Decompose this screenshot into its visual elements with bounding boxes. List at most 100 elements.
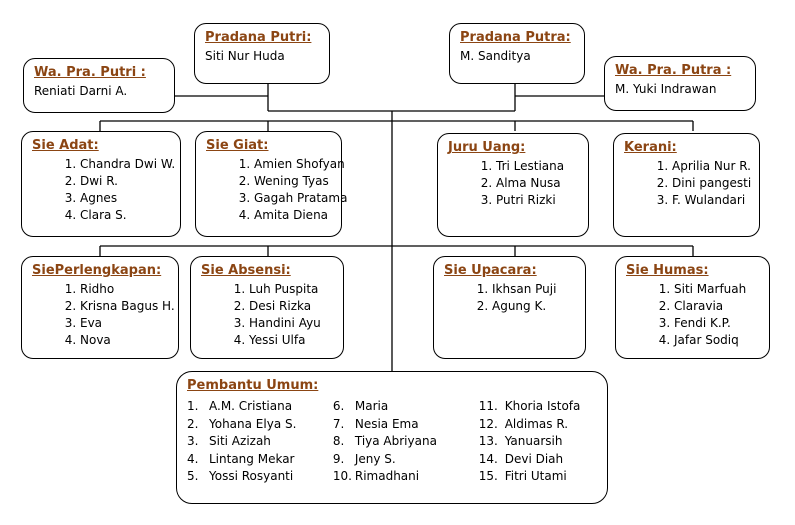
juru-uang-title: Juru Uang: (448, 140, 526, 155)
list-item: Dwi R. (80, 173, 170, 190)
pradana-putra-box: Pradana Putra: M. Sanditya (449, 23, 585, 84)
sie-adat-list: Chandra Dwi W. Dwi R. Agnes Clara S. (32, 156, 175, 224)
kerani-box: Kerani: Aprilia Nur R. Dini pangesti F. … (613, 133, 760, 237)
sie-absensi-list: Luh Puspita Desi Rizka Handini Ayu Yessi… (201, 281, 333, 349)
item-name: Siti Azizah (209, 434, 271, 448)
sie-humas-box: Sie Humas: Siti Marfuah Claravia Fendi K… (615, 256, 770, 359)
list-item: 14. Devi Diah (479, 451, 597, 469)
item-name: Jeny S. (354, 451, 396, 466)
list-item: Eva (80, 315, 168, 332)
list-item: 15. Fitri Utami (479, 468, 597, 486)
item-number: 11. (478, 399, 498, 413)
sie-giat-box: Sie Giat: Amien Shofyan Wening Tyas Gaga… (195, 131, 347, 237)
item-number: 8. (332, 434, 345, 448)
list-item: 1. A.M. Cristiana (187, 398, 333, 416)
item-number: 3. (187, 434, 199, 448)
list-item: Ikhsan Puji (492, 281, 575, 298)
pembantu-umum-title: Pembantu Umum: (187, 378, 319, 393)
list-item: 12.Aldimas R. (479, 416, 597, 434)
sie-absensi-title: Sie Absensi: (201, 263, 291, 278)
list-item: Fendi K.P. (674, 315, 759, 332)
sie-giat-list: Amien Shofyan Wening Tyas Gagah Pratama … (206, 156, 347, 224)
pembantu-column: 11. Khoria Istofa 12.Aldimas R. 13. Yanuar… (479, 398, 597, 486)
pradana-putra-title: Pradana Putra: (460, 30, 571, 45)
pembantu-umum-columns: 1. A.M. Cristiana 2. Yohana Elya S. 3. Siti… (187, 398, 597, 486)
list-item: Krisna Bagus H. (80, 298, 175, 315)
list-item: Desi Rizka (249, 298, 333, 315)
item-name: Fitri Utami (504, 469, 567, 483)
item-number: 1. (187, 399, 199, 413)
list-item: Agnes (80, 190, 170, 207)
item-number: 13. (478, 434, 498, 448)
list-item: Handini Ayu (249, 315, 333, 332)
item-number: 2. (187, 416, 199, 431)
wapra-putri-box: Wa. Pra. Putri : Reniati Darni A. (23, 58, 175, 113)
list-item: Amita Diena (254, 207, 331, 224)
pembantu-column: 6.Maria 7. Nesia Ema 8. Tiya Abriyana 9. Je… (333, 398, 479, 486)
sie-upacara-title: Sie Upacara: (444, 263, 537, 278)
item-number: 12. (478, 416, 498, 431)
item-number: 14. (478, 451, 498, 466)
item-name: Rimadhani (354, 469, 420, 483)
list-item: 4. Lintang Mekar (187, 451, 333, 469)
list-item: Agung K. (492, 298, 575, 315)
item-name: Yanuarsih (504, 434, 563, 448)
item-name: Yohana Elya S. (209, 416, 297, 431)
item-number: 15. (478, 469, 498, 483)
list-item: Siti Marfuah (674, 281, 759, 298)
juru-uang-list: Tri Lestiana Alma Nusa Putri Rizki (448, 158, 578, 209)
item-number: 4. (187, 451, 199, 466)
list-item: Putri Rizki (496, 192, 578, 209)
item-name: Nesia Ema (354, 416, 419, 431)
list-item: Aprilia Nur R. (672, 158, 751, 175)
sie-upacara-list: Ikhsan Puji Agung K. (444, 281, 575, 315)
list-item: 9. Jeny S. (333, 451, 479, 469)
list-item: Claravia (674, 298, 759, 315)
item-number: 9. (332, 451, 345, 466)
item-name: A.M. Cristiana (209, 399, 293, 413)
sie-perlengkapan-box: SiePerlengkapan: Ridho Krisna Bagus H. E… (21, 256, 179, 359)
item-number: 10. (332, 469, 352, 483)
wapra-putra-name: M. Yuki Indrawan (615, 82, 717, 96)
item-name: Lintang Mekar (209, 451, 295, 466)
pradana-putri-title: Pradana Putri: (205, 30, 312, 45)
list-item: 5. Yossi Rosyanti (187, 468, 333, 486)
list-item: 10.Rimadhani (333, 468, 479, 486)
list-item: 13. Yanuarsih (479, 433, 597, 451)
list-item: Chandra Dwi W. (80, 156, 175, 173)
pembantu-umum-box: Pembantu Umum: 1. A.M. Cristiana 2. Yohana… (176, 371, 608, 504)
list-item: Gagah Pratama (254, 190, 347, 207)
list-item: Ridho (80, 281, 168, 298)
list-item: 11. Khoria Istofa (479, 398, 597, 416)
item-name: Yossi Rosyanti (209, 469, 294, 483)
list-item: Jafar Sodiq (674, 332, 759, 349)
item-name: Devi Diah (504, 451, 564, 466)
wapra-putri-name: Reniati Darni A. (34, 84, 128, 98)
item-number: 7. (332, 416, 345, 431)
item-name: Tiya Abriyana (354, 434, 437, 448)
sie-humas-list: Siti Marfuah Claravia Fendi K.P. Jafar S… (626, 281, 759, 349)
item-name: Khoria Istofa (504, 399, 581, 413)
list-item: 2. Yohana Elya S. (187, 416, 333, 434)
sie-upacara-box: Sie Upacara: Ikhsan Puji Agung K. (433, 256, 586, 359)
list-item: Dini pangesti (672, 175, 751, 192)
pradana-putri-name: Siti Nur Huda (205, 49, 285, 63)
sie-perlengkapan-title: SiePerlengkapan: (32, 263, 162, 278)
item-name: Maria (354, 399, 389, 413)
sie-adat-box: Sie Adat: Chandra Dwi W. Dwi R. Agnes Cl… (21, 131, 181, 237)
list-item: F. Wulandari (672, 192, 749, 209)
list-item: 7. Nesia Ema (333, 416, 479, 434)
pradana-putri-box: Pradana Putri: Siti Nur Huda (194, 23, 330, 84)
sie-giat-title: Sie Giat: (206, 138, 269, 153)
wapra-putra-title: Wa. Pra. Putra : (615, 63, 732, 78)
sie-perlengkapan-list: Ridho Krisna Bagus H. Eva Nova (32, 281, 175, 349)
list-item: 6.Maria (333, 398, 479, 416)
item-number: 5. (187, 469, 199, 483)
list-item: Nova (80, 332, 168, 349)
list-item: Tri Lestiana (496, 158, 578, 175)
sie-humas-title: Sie Humas: (626, 263, 709, 278)
juru-uang-box: Juru Uang: Tri Lestiana Alma Nusa Putri … (437, 133, 589, 237)
wapra-putri-title: Wa. Pra. Putri : (34, 65, 146, 80)
list-item: Luh Puspita (249, 281, 333, 298)
